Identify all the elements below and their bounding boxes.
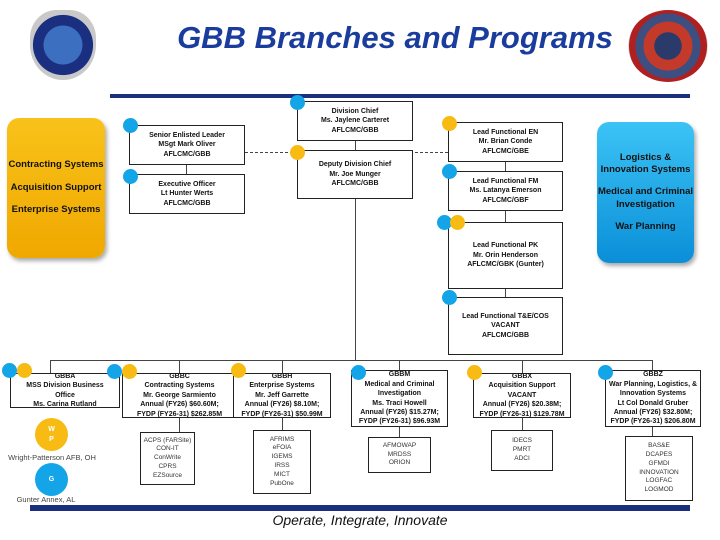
gunter-dot [123, 118, 138, 133]
header-rule [110, 94, 690, 98]
division-seal-logo [628, 10, 708, 82]
page-title: GBB Branches and Programs [177, 20, 613, 55]
wright-patterson-dot [290, 145, 305, 160]
wright-patterson-dot [17, 363, 32, 378]
wright-patterson-dot [442, 116, 457, 131]
gunter-dot [2, 363, 17, 378]
gunter-dot [107, 364, 122, 379]
gunter-dot [123, 169, 138, 184]
wright-patterson-legend-label: Wright-Patterson AFB, OH [8, 453, 96, 462]
gunter-dot [442, 290, 457, 305]
air-force-lcmc-logo [30, 10, 96, 80]
gunter-dot [351, 365, 366, 380]
wright-patterson-dot [231, 363, 246, 378]
gunter-legend-icon: G [35, 463, 68, 496]
gunter-dot [598, 365, 613, 380]
gunter-dot [442, 164, 457, 179]
wright-patterson-legend-icon: W P [35, 418, 68, 451]
gunter-dot [437, 215, 452, 230]
wright-patterson-dot [450, 215, 465, 230]
wright-patterson-dot [467, 365, 482, 380]
footer-rule [30, 505, 690, 511]
gunter-dot [290, 95, 305, 110]
wright-patterson-dot [122, 364, 137, 379]
footer-motto: Operate, Integrate, Innovate [272, 512, 448, 528]
gunter-legend-label: Gunter Annex, AL [16, 495, 76, 504]
